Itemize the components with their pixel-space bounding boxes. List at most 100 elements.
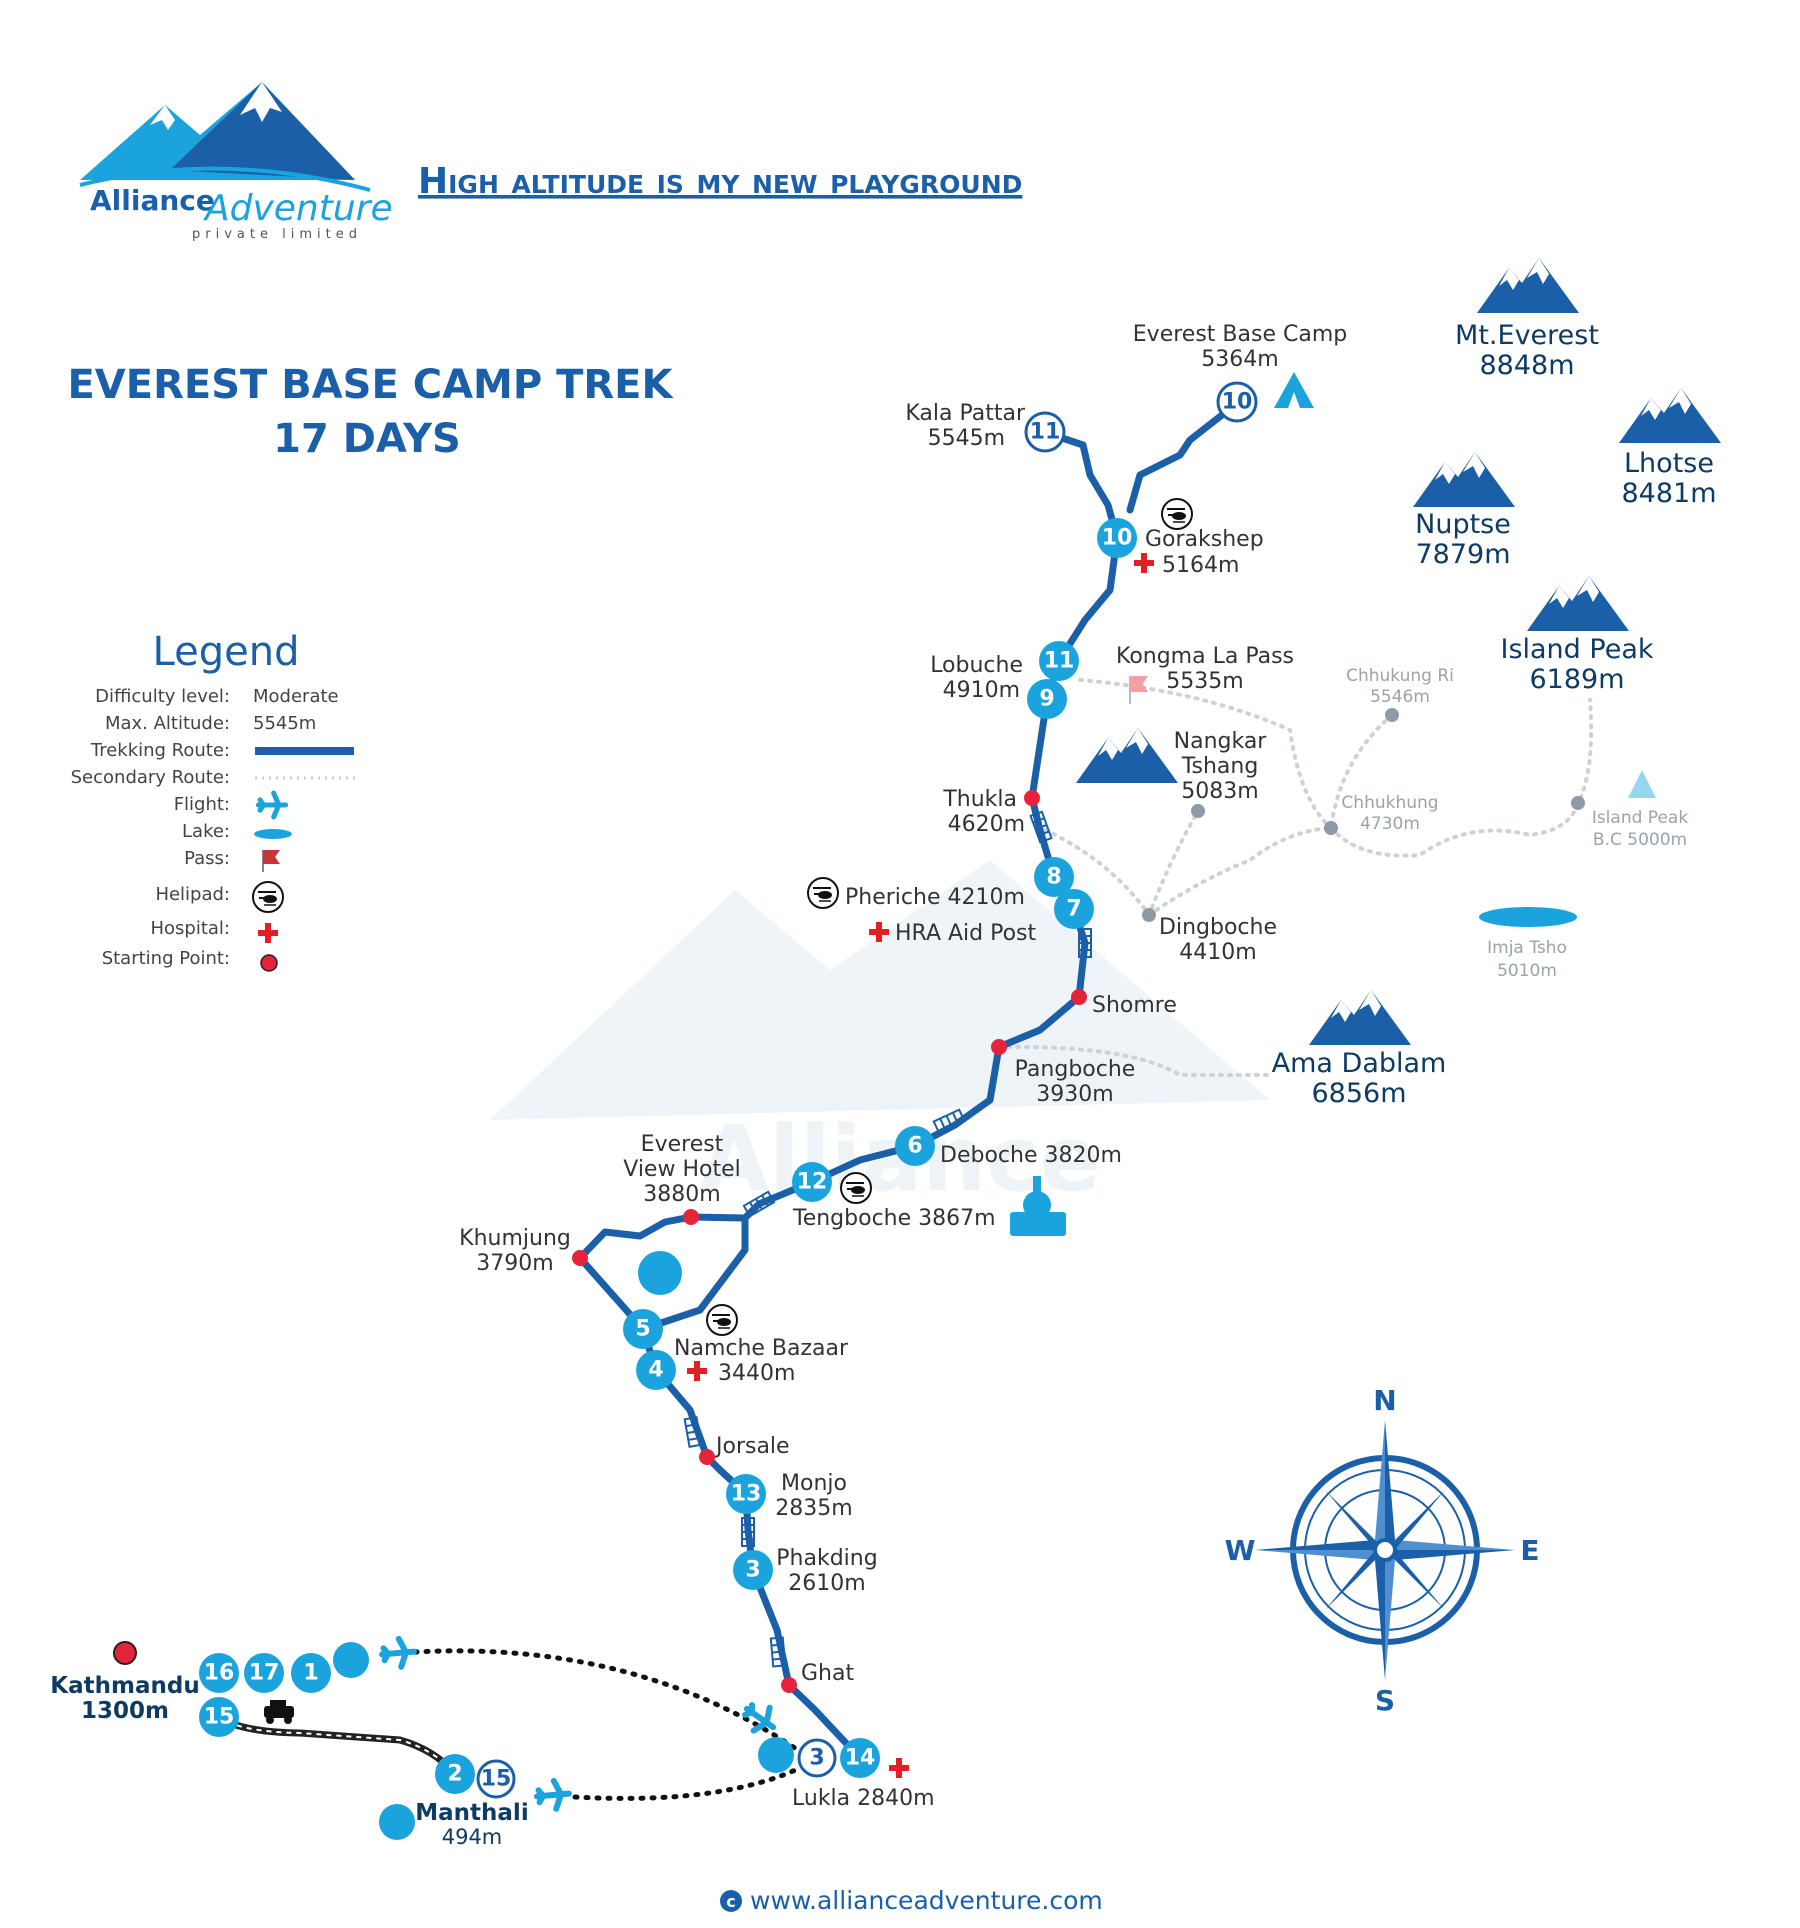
peak-alt: 6856m: [1311, 1078, 1406, 1109]
svg-text:Adventure: Adventure: [203, 188, 393, 229]
mountain-icon: [1477, 258, 1579, 313]
day-marker: 3: [797, 1738, 837, 1778]
svg-text:5545m: 5545m: [253, 713, 316, 734]
day-marker: 2: [435, 1754, 475, 1794]
svg-text:11: 11: [1030, 420, 1061, 445]
svg-text:Ghat: Ghat: [801, 1661, 854, 1686]
svg-text:Lukla 2840m: Lukla 2840m: [792, 1786, 935, 1811]
svg-text:5083m: 5083m: [1181, 779, 1258, 804]
svg-text:Manthali: Manthali: [415, 1800, 528, 1826]
svg-text:3790m: 3790m: [476, 1251, 553, 1276]
svg-text:Trekking Route:: Trekking Route:: [90, 740, 230, 761]
svg-text:15: 15: [481, 1767, 512, 1792]
svg-text:2835m: 2835m: [775, 1496, 852, 1521]
airport-icon: [333, 1642, 369, 1678]
day-marker: 15: [476, 1759, 516, 1799]
svg-text:4910m: 4910m: [943, 678, 1020, 703]
svg-text:2: 2: [447, 1762, 462, 1787]
svg-text:Kala Pattar: Kala Pattar: [905, 401, 1026, 426]
day-marker: 11: [1039, 641, 1079, 681]
svg-text:Kongma La Pass: Kongma La Pass: [1116, 644, 1294, 669]
svg-text:Kathmandu: Kathmandu: [50, 1673, 199, 1699]
peak-alt: 7879m: [1415, 539, 1510, 570]
svg-text:private limited: private limited: [192, 227, 362, 242]
svg-text:Shomre: Shomre: [1092, 993, 1177, 1018]
svg-text:Flight:: Flight:: [174, 794, 230, 815]
svg-text:Deboche 3820m: Deboche 3820m: [940, 1143, 1122, 1168]
peak-name: Mt.Everest: [1455, 320, 1599, 351]
day-marker: 10: [1216, 381, 1258, 423]
title-line1: EVEREST BASE CAMP TREK: [67, 362, 674, 408]
svg-text:Everest: Everest: [641, 1132, 724, 1157]
svg-text:Nangkar: Nangkar: [1174, 729, 1268, 754]
svg-text:Gorakshep: Gorakshep: [1145, 527, 1264, 552]
svg-text:S: S: [1375, 1684, 1395, 1717]
svg-text:E: E: [1520, 1534, 1539, 1567]
svg-text:B.C 5000m: B.C 5000m: [1593, 830, 1687, 850]
hospital-icon: [1134, 553, 1154, 573]
svg-text:HRA Aid Post: HRA Aid Post: [895, 921, 1037, 946]
svg-text:Helipad:: Helipad:: [155, 884, 230, 905]
svg-text:Difficulty level:: Difficulty level:: [95, 686, 230, 707]
svg-text:4620m: 4620m: [948, 812, 1025, 837]
mountain-icon: [1413, 452, 1515, 507]
svg-text:Monjo: Monjo: [781, 1471, 847, 1496]
svg-text:Moderate: Moderate: [253, 686, 339, 707]
svg-text:Phakding: Phakding: [776, 1546, 877, 1571]
mountain-icon: [1076, 728, 1178, 783]
peak-name: Island Peak: [1500, 634, 1653, 665]
helipad-icon: [840, 1172, 872, 1204]
lake-icon: [254, 829, 292, 839]
svg-text:3: 3: [809, 1746, 824, 1771]
day-marker: 6: [895, 1126, 935, 1166]
svg-text:1300m: 1300m: [81, 1698, 169, 1724]
svg-text:Thukla: Thukla: [942, 787, 1017, 812]
mountain-icon: [1619, 388, 1721, 443]
lake-icon: [1479, 907, 1577, 927]
svg-text:Lobuche: Lobuche: [930, 653, 1023, 678]
svg-text:Chhukung Ri: Chhukung Ri: [1346, 666, 1454, 686]
svg-text:1: 1: [303, 1661, 318, 1686]
svg-text:Chhukhung: Chhukhung: [1341, 793, 1438, 813]
svg-text:W: W: [1225, 1534, 1256, 1567]
footer-link[interactable]: c www.allianceadventure.com: [720, 1886, 1103, 1915]
svg-text:c[interactable]: c: [726, 1892, 735, 1911]
start-points: [113, 790, 1087, 1693]
svg-text:3440m: 3440m: [718, 1361, 795, 1386]
day-marker: 3: [733, 1550, 773, 1590]
day-markers: 1 2 3 3 4 5 6 7 8 9 10 10 11 11 12 13 14…: [199, 381, 1258, 1799]
airport-icon: [379, 1804, 415, 1840]
day-marker: 1: [291, 1653, 331, 1693]
hospital-icon: [687, 1361, 707, 1381]
svg-text:17: 17: [249, 1661, 280, 1686]
svg-text:Starting Point:: Starting Point:: [102, 948, 230, 969]
day-marker: 9: [1027, 679, 1067, 719]
svg-text:14: 14: [845, 1746, 876, 1771]
day-marker: 12: [792, 1162, 832, 1202]
svg-text:Jorsale: Jorsale: [714, 1434, 790, 1459]
svg-text:Pheriche 4210m: Pheriche 4210m: [845, 885, 1025, 910]
svg-text:Pangboche: Pangboche: [1015, 1057, 1136, 1082]
svg-text:16: 16: [204, 1661, 235, 1686]
svg-text:www.allianceadventure.com[interactable]: www.allianceadventure.com: [750, 1886, 1103, 1915]
svg-text:5535m: 5535m: [1166, 669, 1243, 694]
svg-text:3930m: 3930m: [1036, 1082, 1113, 1107]
helipad-icon: [1161, 498, 1193, 530]
peak-name: Nuptse: [1415, 509, 1511, 540]
svg-text:10: 10: [1102, 526, 1133, 551]
day-marker: 4: [636, 1350, 676, 1390]
svg-text:3880m: 3880m: [643, 1182, 720, 1207]
secondary-points: [1142, 708, 1585, 922]
mountain-icon: [1309, 990, 1411, 1045]
day-marker: 11: [1024, 411, 1066, 453]
svg-text:15: 15: [204, 1705, 235, 1730]
svg-text:Lake:: Lake:: [182, 821, 230, 842]
svg-text:Everest Base Camp: Everest Base Camp: [1133, 322, 1347, 347]
legend: Legend Difficulty level: Moderate Max. A…: [71, 629, 358, 972]
day-marker: 15: [199, 1697, 239, 1737]
pass-flag-icon: [262, 850, 280, 872]
svg-text:Khumjung: Khumjung: [459, 1226, 571, 1251]
svg-text:Hospital:: Hospital:: [150, 918, 230, 939]
flight-icon: [381, 1638, 415, 1669]
